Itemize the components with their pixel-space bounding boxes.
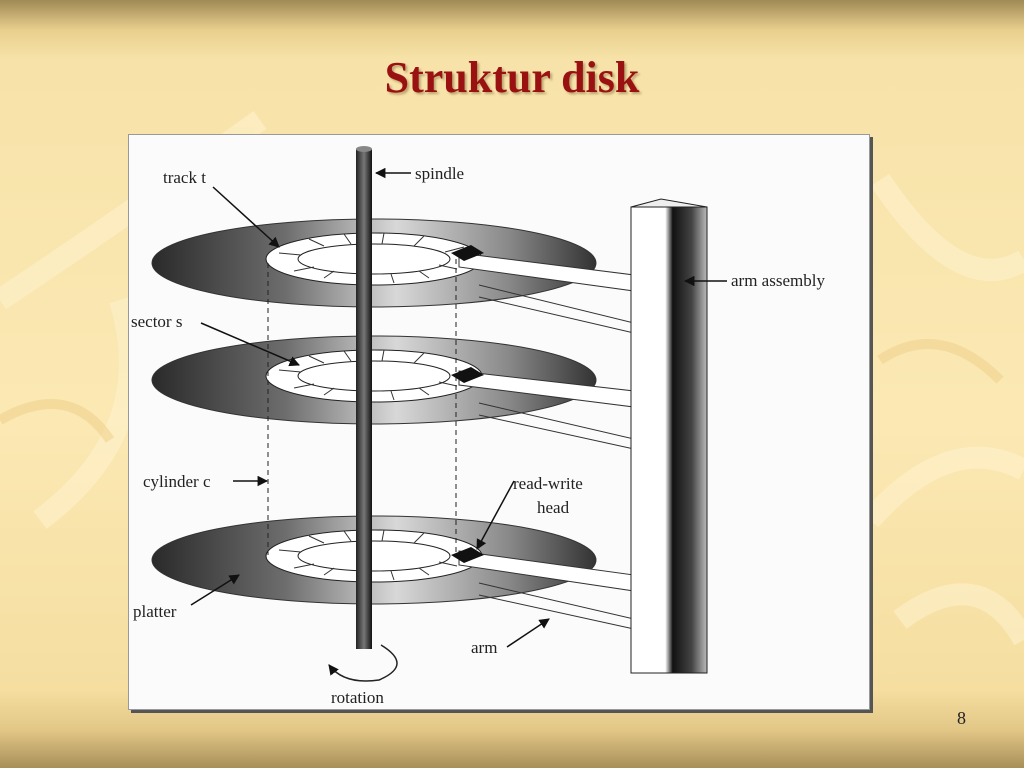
label-track: track t — [163, 168, 206, 187]
label-cylinder: cylinder c — [143, 472, 211, 491]
spindle-shaft — [356, 149, 372, 649]
label-read-write-line1: read-write — [513, 474, 583, 493]
cylinder-outline — [267, 259, 457, 555]
disk-structure-figure: track t spindle arm assembly sector s cy… — [128, 134, 870, 710]
label-platter: platter — [133, 602, 177, 621]
label-sector: sector s — [131, 312, 182, 331]
read-write-heads — [451, 245, 484, 563]
label-rotation: rotation — [331, 688, 384, 707]
label-spindle: spindle — [415, 164, 464, 183]
label-arm-assembly: arm assembly — [731, 271, 825, 290]
slide-title: Struktur disk — [384, 53, 640, 102]
page-number: 8 — [957, 708, 966, 728]
label-read-write-line2: head — [537, 498, 570, 517]
arm-assembly-column — [630, 198, 708, 674]
platter-middle — [151, 335, 597, 425]
platter-bottom — [151, 515, 597, 605]
disk-diagram: track t spindle arm assembly sector s cy… — [131, 146, 825, 707]
rotation-arrow — [328, 644, 398, 682]
platter-top — [151, 218, 597, 308]
label-arm: arm — [471, 638, 497, 657]
